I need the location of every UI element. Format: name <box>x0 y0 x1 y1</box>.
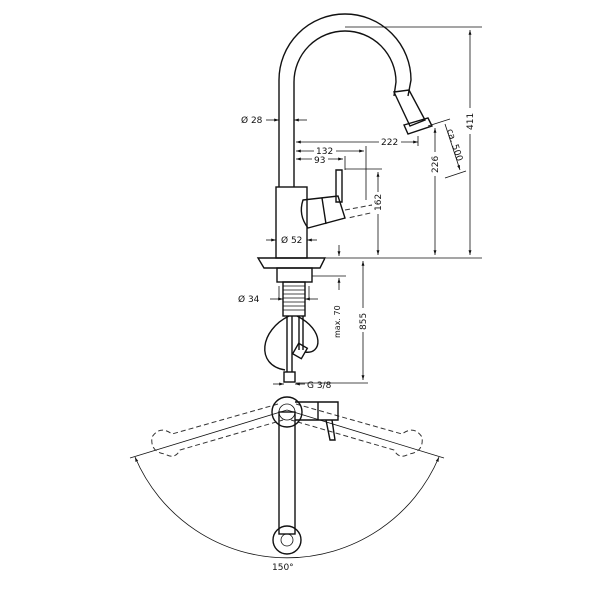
base-plate <box>256 257 327 269</box>
body-top <box>271 396 303 428</box>
dim-dia-spout: Ø 28 <box>241 115 263 126</box>
faucet-side-view <box>256 13 433 383</box>
gooseneck-spout <box>278 13 412 187</box>
spray-head <box>392 89 433 135</box>
dim-855: 855 <box>359 313 369 330</box>
spout-top <box>278 411 296 535</box>
dim-226: 226 <box>431 156 441 173</box>
faucet-top-view: 150° <box>129 396 445 573</box>
dim-162: 162 <box>374 194 384 211</box>
dim-max-70: max. 70 <box>333 305 342 338</box>
dimensions: 411 226 ca. 500 162 222 132 93 Ø 28 Ø 52 <box>238 26 482 391</box>
spray-head-top <box>272 525 302 555</box>
handle-top <box>295 401 339 421</box>
dim-dia-shank: Ø 34 <box>238 294 260 305</box>
supply-hoses <box>264 315 319 383</box>
spout-left-position <box>151 403 284 457</box>
dim-dia-body: Ø 52 <box>281 235 302 246</box>
dim-pullout: ca. 500 <box>444 128 464 163</box>
dim-411: 411 <box>466 113 476 130</box>
shank-collar <box>276 267 313 283</box>
dim-93: 93 <box>314 156 325 166</box>
dim-132: 132 <box>316 147 333 157</box>
dim-swivel-angle: 150° <box>272 563 294 573</box>
dim-connection: G 3/8 <box>307 381 332 391</box>
handle-open-position <box>344 204 376 219</box>
faucet-body <box>275 186 308 259</box>
spout-right-position <box>290 403 423 457</box>
mixer-handle <box>300 169 346 229</box>
threaded-shank <box>278 281 310 317</box>
dim-222: 222 <box>381 138 398 148</box>
